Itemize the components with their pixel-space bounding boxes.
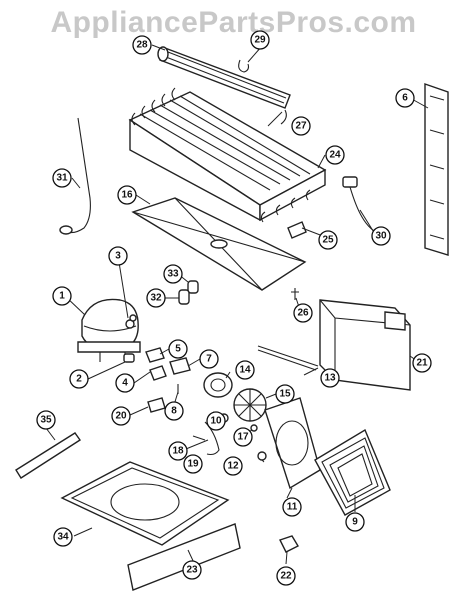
svg-text:14: 14 — [239, 365, 251, 376]
callout-8: 8 — [164, 401, 184, 421]
callout-32: 32 — [146, 288, 166, 308]
callout-18: 18 — [168, 441, 188, 461]
left-strip-part — [15, 432, 81, 479]
watermark: AppliancePartsPros.com — [50, 6, 417, 39]
svg-text:27: 27 — [295, 121, 307, 132]
svg-text:32: 32 — [150, 293, 162, 304]
access-cover-part — [319, 299, 411, 391]
callout-25: 25 — [318, 230, 338, 250]
svg-text:31: 31 — [56, 173, 68, 184]
fan-blade-part — [233, 388, 267, 422]
callout-30: 30 — [371, 226, 391, 246]
svg-text:5: 5 — [175, 344, 181, 355]
callout-12: 12 — [223, 456, 243, 476]
svg-text:28: 28 — [136, 40, 148, 51]
svg-text:25: 25 — [322, 235, 334, 246]
callout-13: 13 — [320, 368, 340, 388]
screw-part — [291, 288, 299, 300]
svg-text:15: 15 — [279, 389, 291, 400]
svg-text:17: 17 — [237, 432, 249, 443]
thermostat-part — [342, 176, 383, 236]
clip-part — [147, 397, 166, 413]
small-grommet-part — [257, 451, 267, 461]
callout-23: 23 — [182, 560, 202, 580]
svg-text:16: 16 — [121, 190, 133, 201]
svg-text:18: 18 — [172, 446, 184, 457]
svg-text:2: 2 — [76, 374, 82, 385]
svg-text:35: 35 — [40, 415, 52, 426]
svg-text:29: 29 — [254, 35, 266, 46]
fan-shroud-part — [264, 397, 321, 490]
svg-text:22: 22 — [280, 571, 292, 582]
callout-34: 34 — [53, 527, 73, 547]
compressor-part — [77, 298, 141, 362]
fitting-part — [129, 314, 137, 322]
callout-19: 19 — [183, 454, 203, 474]
liner-strip-part — [424, 83, 449, 256]
callout-27: 27 — [291, 116, 311, 136]
callout-29: 29 — [250, 30, 270, 50]
svg-text:21: 21 — [416, 358, 428, 369]
svg-text:13: 13 — [324, 373, 336, 384]
svg-text:24: 24 — [329, 150, 341, 161]
svg-text:10: 10 — [210, 416, 222, 427]
nut-part — [250, 424, 258, 432]
svg-text:9: 9 — [352, 517, 358, 528]
callout-14: 14 — [235, 360, 255, 380]
callout-10: 10 — [206, 411, 226, 431]
base-pan-part — [60, 461, 230, 546]
callout-31: 31 — [52, 168, 72, 188]
drip-tray-part — [131, 197, 307, 291]
callout-24: 24 — [325, 145, 345, 165]
callout-35: 35 — [36, 410, 56, 430]
svg-text:30: 30 — [375, 231, 387, 242]
callout-15: 15 — [275, 384, 295, 404]
evaporator-tube-part — [157, 46, 291, 125]
svg-text:23: 23 — [186, 565, 198, 576]
svg-text:1: 1 — [59, 291, 65, 302]
callout-2: 2 — [69, 369, 89, 389]
svg-text:20: 20 — [115, 411, 127, 422]
evaporator-coil-part — [128, 87, 327, 223]
callout-28: 28 — [132, 35, 152, 55]
callout-4: 4 — [115, 373, 135, 393]
callout-33: 33 — [163, 264, 183, 284]
callout-20: 20 — [111, 406, 131, 426]
cap-part — [279, 535, 299, 553]
svg-text:3: 3 — [115, 251, 121, 262]
callout-6: 6 — [395, 88, 415, 108]
tube-part — [257, 345, 319, 371]
svg-text:7: 7 — [206, 354, 212, 365]
drain-tube-part — [59, 117, 91, 235]
svg-text:8: 8 — [171, 406, 177, 417]
condenser-coil-part — [314, 428, 391, 516]
svg-text:12: 12 — [227, 461, 239, 472]
svg-text:6: 6 — [402, 93, 408, 104]
svg-text:4: 4 — [122, 378, 128, 389]
svg-text:33: 33 — [167, 269, 179, 280]
callout-21: 21 — [412, 353, 432, 373]
relay-part — [123, 353, 135, 363]
callout-22: 22 — [276, 566, 296, 586]
callout-9: 9 — [345, 512, 365, 532]
bracket-part — [287, 221, 307, 239]
svg-text:19: 19 — [187, 459, 199, 470]
callout-17: 17 — [233, 427, 253, 447]
grommet-part — [178, 280, 199, 305]
callout-11: 11 — [282, 497, 302, 517]
svg-text:34: 34 — [57, 532, 69, 543]
callout-1: 1 — [52, 286, 72, 306]
fan-motor-part — [203, 372, 233, 398]
front-strip-part — [127, 523, 241, 591]
callout-26: 26 — [293, 303, 313, 323]
callout-3: 3 — [108, 246, 128, 266]
callout-16: 16 — [117, 185, 137, 205]
svg-text:11: 11 — [287, 502, 298, 513]
svg-text:26: 26 — [297, 308, 309, 319]
callout-7: 7 — [199, 349, 219, 369]
electrical-components-part — [145, 347, 191, 394]
callout-5: 5 — [168, 339, 188, 359]
